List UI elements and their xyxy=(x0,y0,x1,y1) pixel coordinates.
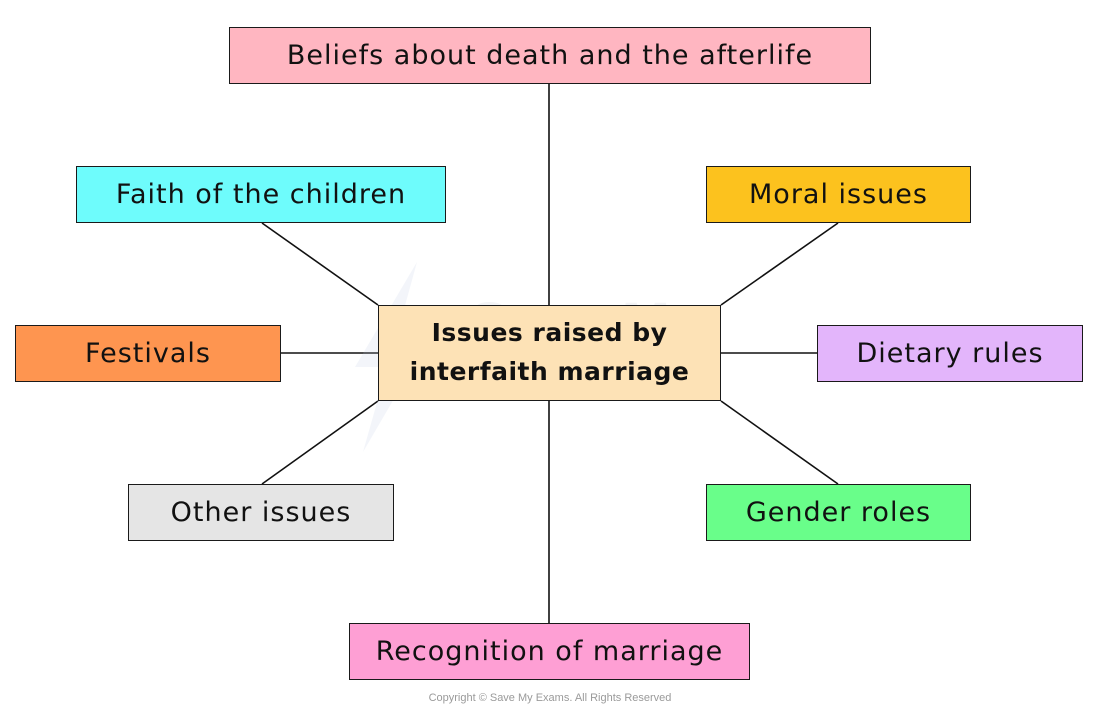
node-beliefs: Beliefs about death and the afterlife xyxy=(229,27,871,84)
node-moral-issues: Moral issues xyxy=(706,166,971,223)
connector-moral xyxy=(720,222,839,306)
center-node-line-2: interfaith marriage xyxy=(409,357,690,386)
node-beliefs-label: Beliefs about death and the afterlife xyxy=(286,40,814,71)
connector-faith-children xyxy=(261,222,379,306)
node-moral-issues-label: Moral issues xyxy=(749,179,928,210)
center-node: Issues raised by interfaith marriage xyxy=(378,305,721,401)
copyright-notice: Copyright © Save My Exams. All Rights Re… xyxy=(428,692,672,704)
node-gender-roles: Gender roles xyxy=(706,484,971,541)
node-faith-children-label: Faith of the children xyxy=(115,179,407,210)
node-festivals: Festivals xyxy=(15,325,281,382)
node-recognition-of-marriage-label: Recognition of marriage xyxy=(375,636,724,667)
node-dietary-rules-label: Dietary rules xyxy=(856,338,1044,369)
node-recognition-of-marriage: Recognition of marriage xyxy=(349,623,750,680)
node-dietary-rules: Dietary rules xyxy=(817,325,1083,382)
node-other-issues-label: Other issues xyxy=(170,497,352,528)
connector-gender xyxy=(720,400,839,485)
node-gender-roles-label: Gender roles xyxy=(745,497,932,528)
node-festivals-label: Festivals xyxy=(85,338,211,369)
center-node-line-1: Issues raised by xyxy=(431,318,668,348)
connector-other xyxy=(261,400,379,485)
node-faith-children: Faith of the children xyxy=(76,166,446,223)
node-other-issues: Other issues xyxy=(128,484,394,541)
